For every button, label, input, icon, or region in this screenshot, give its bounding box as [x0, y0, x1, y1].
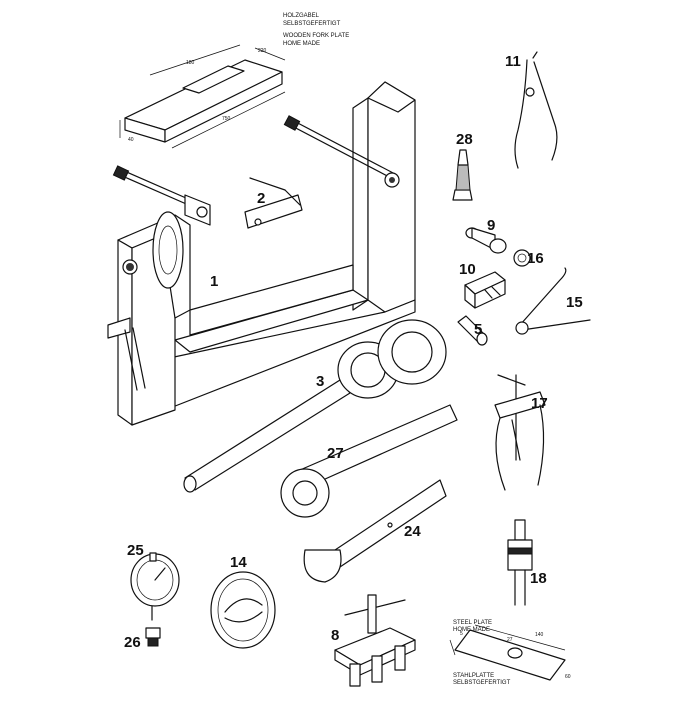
sleeve-16	[513, 249, 531, 267]
part-numbers: 1 2 3 5 8 9 10 11 14 15 16 17 18 24 25 2…	[124, 53, 583, 651]
valve-tool-28	[452, 149, 473, 201]
label-part-27: 27	[327, 445, 344, 462]
pin-block-10	[464, 271, 506, 309]
note-steel-de: STAHLPLATTE	[453, 673, 494, 679]
label-part-1: 1	[210, 273, 218, 290]
label-part-10: 10	[459, 261, 476, 278]
spanner-tool-27	[280, 404, 458, 518]
label-part-25: 25	[127, 542, 144, 559]
note-holz-de2: SELBSTGEFERTIGT	[283, 21, 341, 27]
fork-stand	[107, 81, 416, 426]
fitting-26	[145, 627, 161, 647]
note-steel-de2: SELBSTGEFERTIGT	[453, 680, 511, 686]
degree-wheel-14	[210, 571, 276, 649]
dial-gauge-25	[130, 552, 180, 621]
label-part-26: 26	[124, 634, 141, 651]
wooden-fork-plate: 180 220 750 40	[119, 44, 286, 149]
dim-steel-140: 140	[535, 632, 544, 638]
bracket-tool	[244, 177, 303, 229]
label-part-2: 2	[257, 190, 265, 207]
label-part-18: 18	[530, 570, 547, 587]
label-part-5: 5	[474, 321, 482, 338]
label-part-17: 17	[531, 395, 548, 412]
adapter-9	[465, 227, 507, 254]
bearing-puller-17	[494, 374, 546, 491]
hook-spanner-24	[303, 479, 447, 583]
dim-wood-220: 220	[258, 48, 267, 54]
note-holz-en2: HOME MADE	[283, 41, 320, 47]
sleeve-5	[457, 315, 488, 346]
label-part-24: 24	[404, 523, 421, 540]
dim-wood-40: 40	[128, 137, 134, 143]
pin-wrench-15	[515, 267, 591, 335]
dim-wood-750: 750	[222, 116, 231, 122]
note-steel-en: STEEL PLATE	[453, 620, 492, 626]
dim-wood-180: 180	[186, 60, 195, 66]
spanner-tool-3	[183, 319, 447, 493]
puller-plate-8	[334, 594, 416, 687]
circlip-pliers	[514, 51, 558, 169]
note-steel-en2: HOME MADE	[453, 627, 490, 633]
label-part-11: 11	[505, 53, 521, 70]
steel-plate: 140 27 60 5 STEEL PLATE HOME MADE STAHLP…	[449, 620, 571, 686]
label-part-8: 8	[331, 627, 339, 644]
dim-steel-60: 60	[565, 674, 571, 680]
label-part-3: 3	[316, 373, 324, 390]
slide-hammer-18	[507, 519, 533, 606]
label-part-16: 16	[527, 250, 544, 267]
wooden-fork-note: HOLZGABEL SELBSTGEFERTIGT WOODEN FORK PL…	[283, 13, 349, 47]
note-holz-de: HOLZGABEL	[283, 13, 320, 19]
note-holz-en: WOODEN FORK PLATE	[283, 33, 349, 39]
dim-steel-27: 27	[507, 637, 513, 643]
label-part-14: 14	[230, 554, 247, 571]
label-part-9: 9	[487, 217, 495, 234]
dim-steel-5: 5	[460, 631, 463, 637]
label-part-28: 28	[456, 131, 473, 148]
label-part-15: 15	[566, 294, 583, 311]
